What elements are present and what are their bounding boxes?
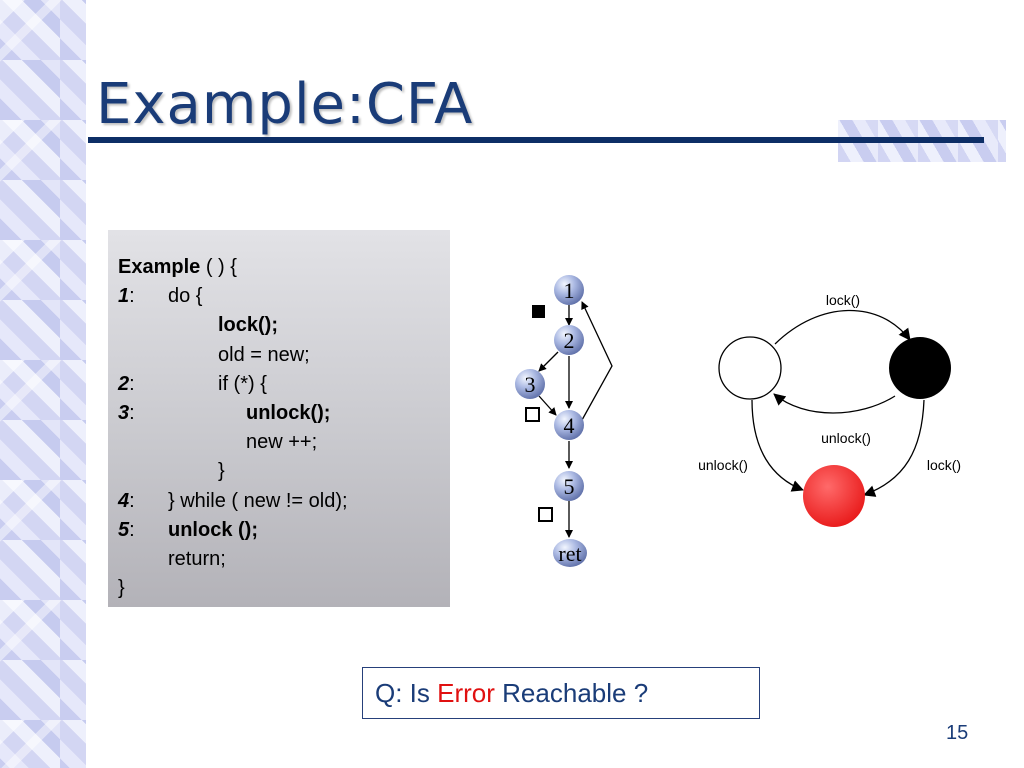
svg-text:ret: ret [558,541,581,566]
code-line: } [108,574,450,603]
code-line: new ++; [108,428,450,457]
slide-title: Example:CFA [96,72,474,137]
cfa-node-3: 3 [515,369,545,399]
transition-label: lock() [826,292,860,308]
sidebar-decoration [0,0,86,768]
code-line: } [108,457,450,486]
code-text: } [118,577,125,600]
transition-unlocked-to-error [751,399,804,492]
cfa-node-1: 1 [554,275,584,305]
question-highlight: Error [437,678,495,708]
cfa-edges [538,301,613,538]
svg-text:2: 2 [564,328,575,353]
cfa-edge-2-3 [538,351,559,372]
svg-text:5: 5 [564,474,575,499]
code-line: lock(); [108,311,450,340]
transition-label: unlock() [821,430,871,446]
code-text: new ++; [246,431,318,454]
code-line: 4: } while ( new != old); [108,487,450,516]
cfa-node-4: 4 [554,410,584,440]
title-underline [88,137,984,143]
transition-unlocked-to-locked [774,309,911,345]
question-box: Q: Is Error Reachable ? [362,667,760,719]
transition-locked-to-unlocked [773,393,896,414]
code-text: old = new; [218,343,310,366]
code-text: unlock (); [168,518,258,541]
question-suffix: Reachable ? [502,678,649,708]
line-number: 1: [118,285,135,308]
code-line: return; [108,545,450,574]
cfa-node-5: 5 [554,471,584,501]
code-line: Example ( ) { [108,253,450,282]
code-line: 2: if (*) { [108,370,450,399]
svg-text:1: 1 [564,278,575,303]
code-text: return; [168,547,226,570]
code-text: unlock(); [246,401,331,424]
svg-text:3: 3 [525,372,536,397]
line-number: 3: [118,401,135,424]
code-text: Example [118,256,201,278]
code-text: if (*) { [218,372,267,395]
page-number: 15 [946,722,969,744]
code-text: do { [168,285,203,308]
code-text: ( ) { [200,256,237,278]
hollow-square-marker [538,507,553,522]
question-prefix: Q: Is [375,678,430,708]
automaton-transitions [751,309,925,497]
svg-text:4: 4 [564,413,575,438]
code-text: } [218,460,225,483]
code-line: 3: unlock(); [108,399,450,428]
code-line: old = new; [108,341,450,370]
filled-square-marker [532,305,545,318]
transition-label: lock() [927,457,961,473]
code-text: } while ( new != old); [168,489,348,512]
cfa-node-ret: ret [553,539,587,567]
transition-locked-to-error [863,399,925,497]
code-line: 5: unlock (); [108,516,450,545]
line-number: 5: [118,518,135,541]
hollow-square-marker [525,407,540,422]
state-locked [889,337,951,399]
code-listing: Example ( ) { 1: do { lock(); old = new;… [108,230,450,607]
code-text: lock(); [218,314,278,337]
cfa-edge-3-4 [538,395,557,416]
line-number: 2: [118,372,135,395]
transition-label: unlock() [698,457,748,473]
code-line: 1: do { [108,282,450,311]
cfa-edge-4-1 [581,301,613,421]
cfa-node-2: 2 [554,325,584,355]
state-unlocked [718,336,782,400]
state-error [803,465,865,527]
line-number: 4: [118,489,135,512]
